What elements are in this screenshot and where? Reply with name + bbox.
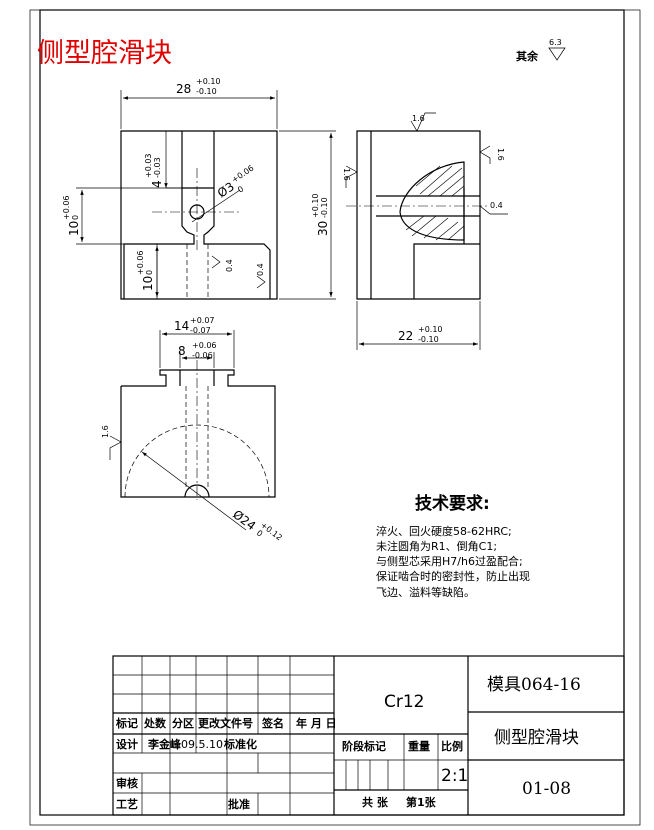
dim-22-upper: +0.10 xyxy=(418,325,443,334)
dim-slot-upper: +0.06 xyxy=(136,250,145,275)
title-block xyxy=(112,655,625,816)
tech-line-4: 保证啮合时的密封性，防止出现 xyxy=(376,569,530,583)
dim-14-upper: +0.07 xyxy=(190,316,215,325)
dim-8-base: 8 xyxy=(178,344,186,358)
tb-sheets-label: 共 张 xyxy=(362,795,389,809)
tb-stage-label: 阶段标记 xyxy=(342,739,386,753)
tb-weight-label: 重量 xyxy=(408,739,430,753)
roughness-other: 其余 6.3 xyxy=(516,38,566,63)
tb-date: 09.5.10 xyxy=(181,738,223,751)
roughness-side-right: 1.6 xyxy=(496,148,505,161)
roughness-front: 0.4 0.4 xyxy=(211,255,266,289)
dim-hole-pos: 10 +0.06 0 xyxy=(62,187,182,245)
tb-designer: 李金峰 xyxy=(147,737,182,751)
roughness-top: 1.6 xyxy=(101,425,122,460)
tb-header-5: 年 月 日 xyxy=(296,716,337,730)
top-view xyxy=(120,360,276,500)
roughness-side-top: 1.6 xyxy=(412,114,425,123)
tech-line-5: 飞边、溢料等缺陷。 xyxy=(376,585,475,599)
dim-slot-height: 10 +0.06 0 xyxy=(136,246,159,297)
dim-4-lower: -0.03 xyxy=(153,157,162,178)
tech-line-2: 未注圆角为R1、倒角C1; xyxy=(376,539,497,553)
tb-mold-no: 模具064-16 xyxy=(487,675,581,695)
dim-10-upper: +0.06 xyxy=(62,195,71,220)
dim-30-upper: +0.10 xyxy=(311,193,320,218)
drawing-title: 侧型腔滑块 xyxy=(37,38,172,69)
roughness-side: 1.6 1.6 1.6 0.4 xyxy=(342,112,508,215)
tb-header-1: 处数 xyxy=(143,716,167,730)
tech-heading: 技术要求: xyxy=(415,493,490,514)
dim-10-lower: 0 xyxy=(71,215,80,220)
roughness-side-inner: 0.4 xyxy=(490,201,503,210)
dim-slot-base: 10 xyxy=(141,276,155,291)
dim-height-30: 30 +0.10 -0.10 xyxy=(279,130,336,300)
dim-28-lower: -0.10 xyxy=(196,87,217,96)
tb-part-name: 侧型腔滑块 xyxy=(494,728,579,748)
roughness-other-value: 6.3 xyxy=(549,38,562,47)
dim-slot-lower: 0 xyxy=(145,270,154,275)
tb-scale: 2:1 xyxy=(441,766,468,786)
dim-4-base: 4 xyxy=(150,180,164,188)
tb-sheet-label: 第1张 xyxy=(406,795,437,809)
tb-scale-label: 比例 xyxy=(441,739,463,753)
dim-22-base: 22 xyxy=(398,329,413,343)
dim-width-8: 8 +0.06 -0.06 xyxy=(178,341,217,368)
tb-header-3: 更改文件号 xyxy=(198,716,253,730)
dim-8-lower: -0.06 xyxy=(192,351,213,360)
dim-24-base: Ø24 xyxy=(230,507,258,533)
tb-review-label: 审核 xyxy=(116,776,138,790)
tb-header-4: 签名 xyxy=(261,716,284,730)
tb-drawing-no: 01-08 xyxy=(522,779,571,799)
dim-14-lower: -0.07 xyxy=(190,326,211,335)
dim-width-28: 28 +0.10 -0.10 xyxy=(120,77,278,129)
tech-requirements: 技术要求: 淬火、回火硬度58-62HRC; 未注圆角为R1、倒角C1; 与侧型… xyxy=(376,493,530,599)
tb-approve-label: 批准 xyxy=(228,797,250,811)
dim-width-14: 14 +0.07 -0.07 xyxy=(159,316,235,368)
roughness-top-left: 1.6 xyxy=(101,425,110,438)
tech-line-1: 淬火、回火硬度58-62HRC; xyxy=(376,524,512,538)
dim-hole-upper: +0.06 xyxy=(230,163,255,184)
roughness-side-left: 1.6 xyxy=(342,168,351,181)
dim-hole-dia: Ø3 +0.06 0 xyxy=(191,163,255,223)
roughness-front-2: 0.4 xyxy=(256,263,265,276)
dim-depth-4: 4 +0.03 -0.03 xyxy=(144,131,182,189)
dim-30-base: 30 xyxy=(316,221,330,236)
tb-design-label: 设计 xyxy=(116,737,138,751)
dim-24-lower: 0 xyxy=(255,528,264,538)
tb-standard-label: 标准化 xyxy=(223,737,257,751)
dim-10-base: 10 xyxy=(67,221,81,236)
dim-30-lower: -0.10 xyxy=(320,197,329,218)
dim-4-upper: +0.03 xyxy=(144,153,153,178)
dim-14-base: 14 xyxy=(174,319,189,333)
dim-28-upper: +0.10 xyxy=(196,77,221,86)
side-view xyxy=(346,130,490,300)
dim-28-base: 28 xyxy=(176,82,191,96)
roughness-front-1: 0.4 xyxy=(225,259,234,272)
dim-22-lower: -0.10 xyxy=(418,335,439,344)
roughness-other-label: 其余 xyxy=(516,49,539,63)
tb-header-2: 分区 xyxy=(172,716,194,730)
tech-line-3: 与侧型芯采用H7/h6过盈配合; xyxy=(376,554,523,568)
tb-process-label: 工艺 xyxy=(116,797,138,811)
tb-header-0: 标记 xyxy=(115,716,138,730)
tb-material: Cr12 xyxy=(384,692,425,712)
dim-width-22: 22 +0.10 -0.10 xyxy=(356,301,481,350)
dim-hole-lower: 0 xyxy=(236,184,245,194)
dim-8-upper: +0.06 xyxy=(192,341,217,350)
